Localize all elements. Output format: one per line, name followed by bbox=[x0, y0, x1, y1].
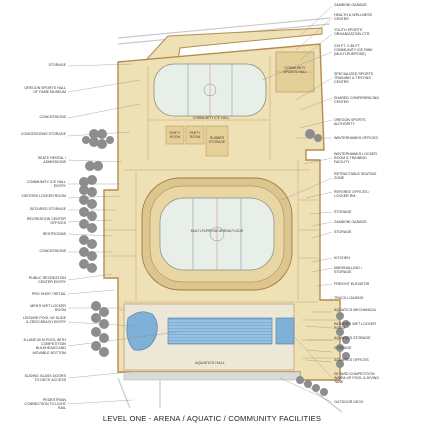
callout-label: RECREATION CENTER OFFICES bbox=[26, 217, 66, 226]
callout-label: WINTERHAWKS OFFICES bbox=[334, 136, 378, 140]
callout-label: PRO SHOP / RETAIL bbox=[31, 292, 66, 296]
party-room-1 bbox=[165, 125, 185, 145]
callout-label: WOMEN'S WET LOCKER ROOM bbox=[334, 322, 376, 331]
plan-title: LEVEL ONE - ARENA / AQUATIC / COMMUNITY … bbox=[102, 414, 322, 423]
warm-up-pool bbox=[275, 317, 295, 345]
rubber-storage bbox=[205, 125, 229, 157]
callout-label: OUTDOOR DECK bbox=[334, 400, 364, 404]
room-label-rubber: RUBBER STORAGE bbox=[208, 136, 226, 144]
callout-label: OREGON SPORTS HALL OF FAME MUSEUM bbox=[24, 86, 66, 95]
callout-label: SPECIALIZED SPORTS TRAINING & TESTING CE… bbox=[334, 72, 374, 85]
outdoor-deck bbox=[123, 371, 301, 381]
lap-pool bbox=[167, 317, 273, 345]
callout-label: SKATE RENTAL / ADMISSIONS bbox=[37, 156, 66, 165]
trees bbox=[79, 129, 350, 396]
callout-label: CONCESSIONS bbox=[39, 249, 66, 253]
callout-label: PUBLIC RECREATION CENTER ENTRY bbox=[28, 276, 66, 285]
callout-label: ZAMBONI GARAGE bbox=[334, 220, 367, 224]
callout-label: SECURED STORAGE bbox=[29, 207, 66, 211]
room-label-aquatics-hall: AQUATICS HALL bbox=[195, 361, 225, 365]
callout-label: STORAGE bbox=[48, 63, 66, 67]
callout-label: YOUTH SPORTS ORGANIZATION CTR. bbox=[334, 28, 371, 37]
callout-label: LEISURE POOL W/ SLIDE & ZERO BEACH ENTRY bbox=[22, 316, 66, 325]
callout-label: RESTROOMS bbox=[42, 232, 66, 236]
callout-label: STORAGE bbox=[334, 230, 352, 234]
callout-label: CONCESSIONS bbox=[39, 115, 66, 119]
callout-label: AQUATICS OFFICES bbox=[334, 358, 369, 362]
callout-label: SLIDING GLASS DOORS TO DECK ACCESS bbox=[24, 374, 66, 383]
callout-label: AQUATICS MECHANICAL bbox=[334, 308, 377, 312]
callout-label: MARSHALLING / STORAGE bbox=[334, 266, 362, 275]
callout-label: MEN'S WET LOCKER ROOM bbox=[30, 304, 66, 313]
callout-label: ZAMBONI GARAGE bbox=[334, 3, 367, 7]
room-label-party-2: PARTY ROOM bbox=[189, 131, 201, 139]
callout-label: 8 LANE 50 M POOL WITH COMPETITION BULKHE… bbox=[23, 338, 66, 355]
room-label-ice-hall: COMMUNITY ICE HALL bbox=[192, 116, 230, 120]
party-room-2 bbox=[185, 125, 205, 145]
callout-label: STORAGE bbox=[334, 346, 352, 350]
callout-label: CONCESSIONS STORAGE bbox=[20, 132, 66, 136]
callout-label: HEALTH & WELLNESS CENTER bbox=[334, 13, 372, 22]
room-label-sports-hall: COMMUNITY SPORTS HALL bbox=[283, 66, 307, 74]
callout-label: OREGON SPORTS AUTHORITY bbox=[334, 118, 366, 127]
callout-label: 215 FT. X 85 FT. COMMUNITY ICE RINK (MUL… bbox=[334, 44, 373, 57]
callout-label: PEDESTRIAN CONNECTION TO LIGHT RAIL bbox=[24, 398, 66, 411]
callout-label: VISITORS LOCKER ROOM bbox=[21, 194, 66, 198]
interior-walls bbox=[104, 56, 340, 359]
callout-label: FREIGHT ELEVATOR bbox=[334, 282, 370, 286]
callout-label: AQUATICS STORAGE bbox=[334, 336, 371, 340]
callout-label: TRUCK LOADING bbox=[334, 296, 364, 300]
callout-label: 25 YARD COMPETITION WARM-UP POOL & DIVIN… bbox=[334, 372, 379, 385]
callout-label: KITCHEN bbox=[334, 256, 350, 260]
room-label-party-1: PARTY ROOM bbox=[169, 131, 181, 139]
callout-label: REFEREE OFFICES / LOCKER RM. bbox=[334, 190, 370, 199]
callout-label: COMMUNITY ICE HALL ENTRY bbox=[26, 180, 66, 189]
leisure-pool bbox=[126, 311, 158, 351]
callout-label: STORAGE bbox=[334, 210, 352, 214]
pool-lanes bbox=[168, 320, 272, 343]
leader-lines bbox=[67, 5, 333, 405]
room-label-arena: MULTI-PURPOSE ARENA FLOOR bbox=[190, 229, 244, 233]
callout-label: RETRACTABLE SEATING ZONE bbox=[334, 172, 377, 181]
callout-label: SHARED CONFERENCING CENTER bbox=[334, 96, 380, 105]
callout-label: WINTERHAWKS LOCKER ROOM & TRAINING FACIL… bbox=[334, 152, 377, 165]
